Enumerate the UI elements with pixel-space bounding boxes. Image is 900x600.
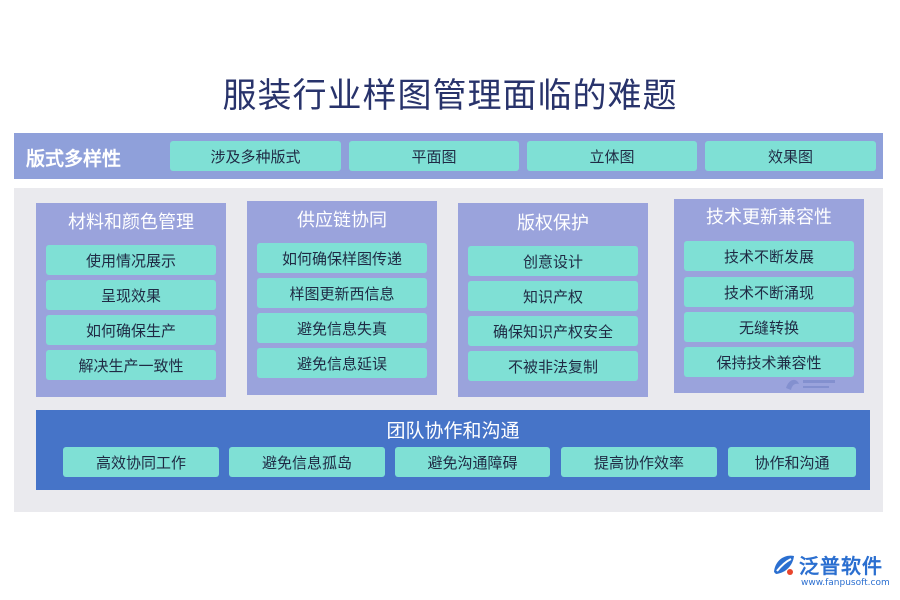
watermark-logo-icon (786, 379, 835, 390)
column-item: 避免信息延误 (257, 348, 427, 378)
format-item: 平面图 (349, 141, 519, 171)
band-item: 高效协同工作 (63, 447, 219, 477)
format-diversity-heading: 版式多样性 (26, 148, 122, 170)
column-item: 解决生产一致性 (46, 350, 216, 380)
format-item: 立体图 (527, 141, 697, 171)
column-item: 无缝转换 (684, 312, 854, 342)
column-item: 知识产权 (468, 281, 638, 311)
column-item: 如何确保样图传递 (257, 243, 427, 273)
column-title: 技术更新兼容性 (706, 207, 832, 228)
brand-url: www.fanpusoft.com (801, 578, 890, 588)
column-title: 版权保护 (517, 213, 589, 234)
column-item: 创意设计 (468, 246, 638, 276)
band-item: 提高协作效率 (561, 447, 717, 477)
column-item: 避免信息失真 (257, 313, 427, 343)
column-item: 技术不断涌现 (684, 277, 854, 307)
column-title: 材料和颜色管理 (68, 212, 194, 233)
format-item: 涉及多种版式 (170, 141, 341, 171)
band-item: 协作和沟通 (728, 447, 856, 477)
band-title: 团队协作和沟通 (386, 420, 520, 442)
column-item: 呈现效果 (46, 280, 216, 310)
column-item: 确保知识产权安全 (468, 316, 638, 346)
page-title: 服装行业样图管理面临的难题 (222, 76, 678, 116)
brand-logo: 泛普软件 www.fanpusoft.com (771, 548, 896, 594)
column-item: 样图更新西信息 (257, 278, 427, 308)
band-item: 避免沟通障碍 (395, 447, 550, 477)
leaf-logo-icon (774, 555, 794, 575)
format-item: 效果图 (705, 141, 876, 171)
column-item: 不被非法复制 (468, 351, 638, 381)
column-item: 使用情况展示 (46, 245, 216, 275)
brand-name: 泛普软件 (799, 554, 883, 578)
column-title: 供应链协同 (297, 210, 387, 231)
column-item: 技术不断发展 (684, 241, 854, 271)
column-item: 保持技术兼容性 (684, 347, 854, 377)
column-item: 如何确保生产 (46, 315, 216, 345)
band-item: 避免信息孤岛 (229, 447, 385, 477)
